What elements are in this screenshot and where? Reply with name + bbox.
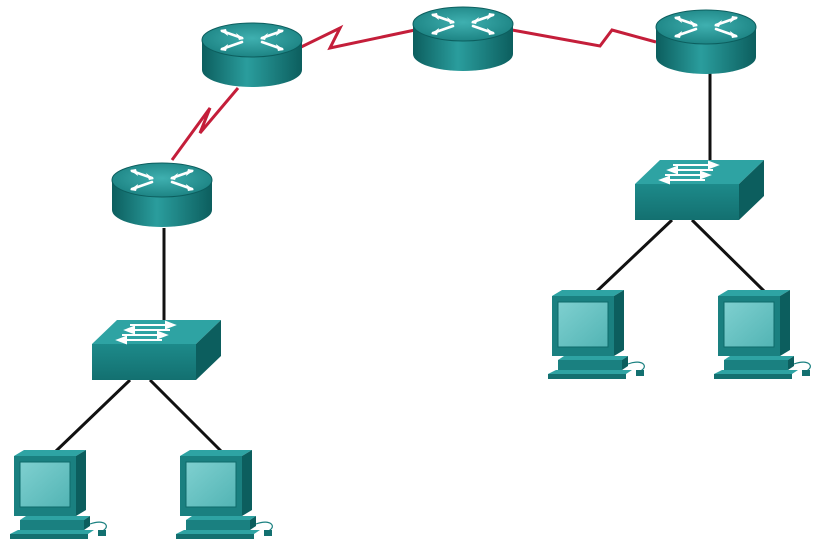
serial-link-r3-r4	[511, 28, 657, 48]
ethernet-link-s1-pc1	[53, 378, 132, 454]
switch-icon[interactable]	[91, 319, 222, 381]
pc-icon[interactable]	[713, 289, 811, 380]
router-icon[interactable]	[200, 21, 304, 89]
router-icon[interactable]	[411, 5, 515, 73]
switch-icon[interactable]	[634, 159, 765, 221]
ethernet-link-s1-pc2	[148, 378, 224, 454]
serial-link-r2-r3	[294, 24, 416, 52]
router-icon[interactable]	[654, 8, 758, 76]
pc-icon[interactable]	[547, 289, 645, 380]
router-icon[interactable]	[110, 161, 214, 229]
pc-icon[interactable]	[175, 449, 273, 540]
serial-link-r1-r2	[170, 87, 240, 161]
ethernet-link-s2-pc4	[690, 218, 767, 294]
links-layer	[53, 24, 767, 454]
pc-icon[interactable]	[9, 449, 107, 540]
ethernet-link-s2-pc3	[594, 218, 674, 294]
